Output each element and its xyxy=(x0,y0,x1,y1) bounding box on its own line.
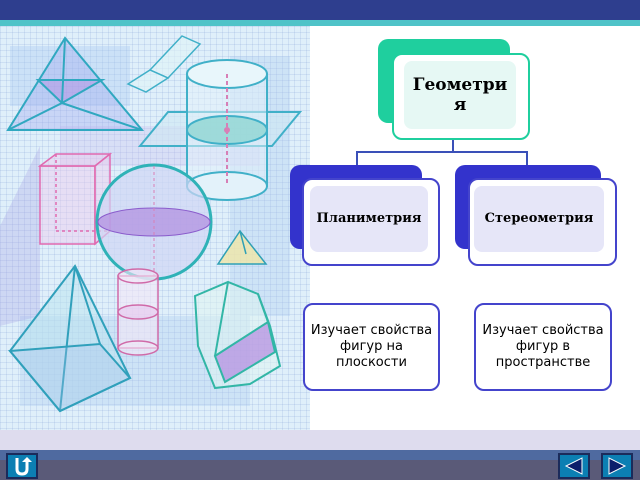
previous-slide-button[interactable] xyxy=(558,453,590,479)
footer-bar xyxy=(0,450,640,480)
right-description-box: Изучает свойства фигур в пространстве xyxy=(474,303,612,391)
right-description-text: Изучает свойства фигур в пространстве xyxy=(482,323,604,370)
cube-figure xyxy=(37,152,113,246)
tetrahedron-figure xyxy=(6,36,145,131)
cylinder-with-plane-figure xyxy=(137,59,303,201)
small-pyramid-figure xyxy=(216,229,268,265)
return-u-arrow-icon xyxy=(15,457,32,476)
left-branch-label: Планиметрия xyxy=(316,211,422,226)
left-branch-node: Планиметрия xyxy=(302,178,440,266)
right-branch-inner: Стереометрия xyxy=(474,186,604,252)
geometric-figures-collage xyxy=(0,35,303,413)
small-cylinder-figure xyxy=(117,268,159,356)
left-branch-inner: Планиметрия xyxy=(310,186,428,252)
hexagonal-prism-figure xyxy=(193,280,282,390)
right-branch-node: Стереометрия xyxy=(468,178,617,266)
footer-band xyxy=(0,430,640,450)
connector-left-drop xyxy=(356,151,358,165)
connector-root-stem xyxy=(452,140,454,152)
prism-figure xyxy=(126,35,202,93)
root-label: Геометрия xyxy=(412,75,508,115)
left-triangle-icon xyxy=(564,457,583,475)
right-triangle-icon xyxy=(608,457,627,475)
connector-horizontal xyxy=(356,151,528,153)
home-button[interactable] xyxy=(6,453,38,479)
top-accent-stripe xyxy=(0,20,640,26)
square-pyramid-figure xyxy=(7,264,132,413)
root-node-inner: Геометрия xyxy=(404,61,516,129)
left-description-text: Изучает свойства фигур на плоскости xyxy=(310,323,433,370)
top-bar xyxy=(0,0,640,20)
sphere-figure xyxy=(95,163,213,281)
geometry-illustration-panel xyxy=(0,26,310,430)
left-description-box: Изучает свойства фигур на плоскости xyxy=(303,303,440,391)
root-node: Геометрия xyxy=(392,53,530,140)
right-branch-label: Стереометрия xyxy=(484,211,594,226)
next-slide-button[interactable] xyxy=(601,453,633,479)
connector-right-drop xyxy=(526,151,528,165)
footer-strip xyxy=(0,450,640,460)
